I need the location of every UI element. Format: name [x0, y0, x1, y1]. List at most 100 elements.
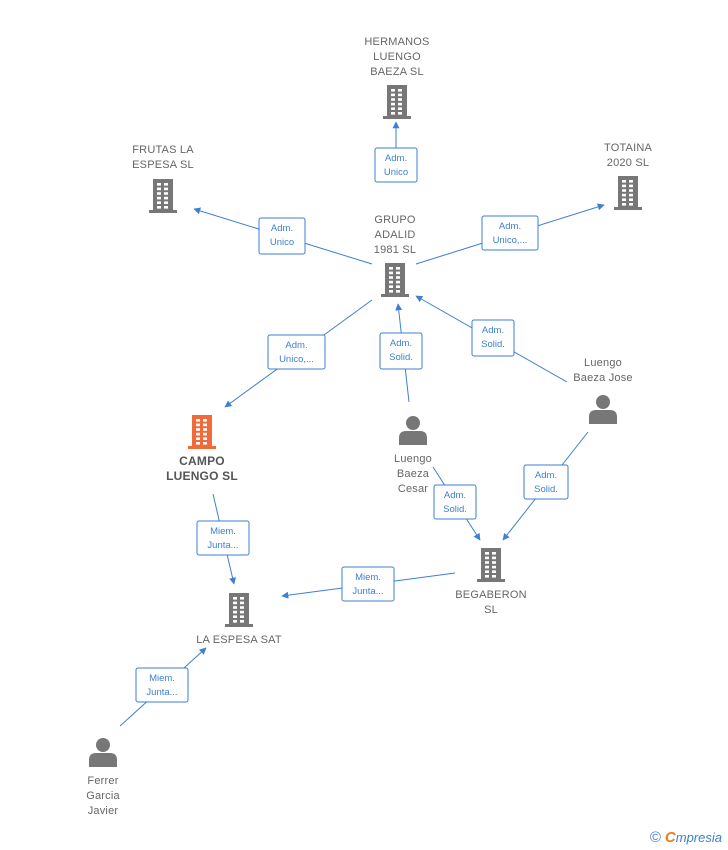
edge-label[interactable]: Miem. Junta...	[341, 566, 395, 602]
edge-grupo-to-campo: Adm. Unico,...	[224, 299, 373, 408]
node-label-line: LUENGO	[373, 51, 421, 63]
building-icon	[149, 179, 177, 213]
edge-label-line: Solid.	[389, 352, 413, 363]
node-label-line: Luengo	[394, 453, 432, 465]
node-label-line: TOTAINA	[604, 142, 653, 154]
edge-label-line: Adm.	[271, 223, 293, 234]
building-icon	[614, 176, 642, 210]
edge-label-line: Miem.	[355, 572, 381, 583]
edge-label-line: Miem.	[149, 673, 175, 684]
edge-label-box	[341, 566, 395, 602]
edge-label-box	[258, 217, 306, 255]
edge-label[interactable]: Miem. Junta...	[196, 520, 250, 556]
node-label-line: ADALID	[375, 229, 416, 241]
edge-label[interactable]: Miem. Junta...	[135, 667, 189, 703]
edge-label-line: Solid.	[443, 504, 467, 515]
node-label-line: Luengo	[584, 357, 622, 369]
edge-grupo-to-frutas: Adm. Unico	[193, 207, 373, 265]
edge-label[interactable]: Adm. Unico	[374, 147, 418, 183]
edge-label-box	[267, 334, 326, 370]
building-icon	[381, 263, 409, 297]
edge-label-line: Unico	[384, 167, 408, 178]
edge-jose-to-begaberon: Adm. Solid.	[502, 431, 589, 541]
edge-label-line: Junta...	[352, 586, 383, 597]
node-label-line: GRUPO	[374, 214, 416, 226]
node-label-line: FRUTAS LA	[132, 144, 194, 156]
node-label-line: Cesar	[398, 483, 428, 495]
node-label-line: CAMPO	[179, 454, 225, 468]
node-label-line: SL	[484, 604, 498, 616]
edge-label-line: Adm.	[390, 338, 412, 349]
building-icon	[188, 415, 216, 449]
node-espesa_sat[interactable]: LA ESPESA SAT	[196, 593, 282, 646]
edge-label[interactable]: Adm. Unico,...	[267, 334, 326, 370]
edge-label[interactable]: Adm. Solid.	[471, 319, 515, 357]
node-label-line: Baeza Jose	[573, 372, 632, 384]
edge-label-line: Miem.	[210, 526, 236, 537]
edge-cesar-to-begaberon: Adm. Solid.	[432, 466, 481, 541]
edge-label-box	[379, 332, 423, 370]
edge-label[interactable]: Adm. Solid.	[379, 332, 423, 370]
person-icon	[589, 395, 617, 424]
edge-campo-to-espesa_sat: Miem. Junta...	[196, 493, 250, 585]
edge-label-line: Solid.	[481, 339, 505, 350]
edge-label-box	[471, 319, 515, 357]
edge-jose-to-grupo: Adm. Solid.	[415, 295, 568, 383]
node-label-line: 2020 SL	[607, 157, 649, 169]
node-label-line: Ferrer	[87, 775, 118, 787]
edge-ferrer-to-espesa_sat: Miem. Junta...	[119, 647, 207, 727]
building-icon	[477, 548, 505, 582]
edges-layer: Adm.UnicoAdm.UnicoAdm.Unico,...Adm.Unico…	[119, 121, 605, 727]
edge-label-line: Adm.	[499, 221, 521, 232]
person-icon	[399, 416, 427, 445]
edge-label-line: Junta...	[146, 687, 177, 698]
building-icon	[225, 593, 253, 627]
edge-label[interactable]: Adm. Unico	[258, 217, 306, 255]
node-begaberon[interactable]: BEGABERON SL	[455, 548, 527, 616]
edge-label-line: Unico,...	[493, 235, 528, 246]
brand-initial: C	[664, 829, 676, 846]
edge-label-box	[481, 215, 539, 251]
edge-label-box	[523, 464, 569, 500]
nodes-layer: HERMANOS LUENGO BAEZA SL FRUTAS LA ESPESA SL…	[86, 36, 652, 817]
edge-label-line: Unico	[270, 237, 294, 248]
edge-grupo-to-totaina: Adm. Unico,...	[415, 203, 605, 265]
edge-begaberon-to-espesa_sat: Miem. Junta...	[281, 566, 456, 602]
node-label-line: BAEZA SL	[370, 66, 424, 78]
edge-label-box	[433, 484, 477, 520]
edge-label[interactable]: Adm. Solid.	[523, 464, 569, 500]
node-frutas[interactable]: FRUTAS LA ESPESA SL	[132, 144, 194, 213]
edge-label-line: Solid.	[534, 484, 558, 495]
node-label-line: LA ESPESA SAT	[196, 634, 282, 646]
edge-label-line: Adm.	[444, 490, 466, 501]
edge-grupo-to-hermanos: Adm. Unico	[374, 121, 418, 183]
node-label-line: LUENGO SL	[166, 469, 238, 483]
node-label-line: HERMANOS	[364, 36, 429, 48]
edge-label-box	[135, 667, 189, 703]
node-label-line: ESPESA SL	[132, 159, 194, 171]
node-hermanos[interactable]: HERMANOS LUENGO BAEZA SL	[364, 36, 429, 119]
node-label-line: Garcia	[86, 790, 120, 802]
node-label-line: 1981 SL	[374, 244, 416, 256]
edge-label[interactable]: Adm. Solid.	[433, 484, 477, 520]
node-grupo[interactable]: GRUPO ADALID 1981 SL	[374, 214, 416, 297]
edge-label-line: Adm.	[385, 153, 407, 164]
node-totaina[interactable]: TOTAINA 2020 SL	[604, 142, 653, 210]
edge-label-box	[374, 147, 418, 183]
node-label-line: BEGABERON	[455, 589, 527, 601]
edge-label-line: Junta...	[207, 540, 238, 551]
edge-label[interactable]: Adm. Unico,...	[481, 215, 539, 251]
edge-cesar-to-grupo: Adm. Solid.	[379, 303, 423, 403]
edge-label-line: Unico,...	[279, 354, 314, 365]
edge-label-line: Adm.	[482, 325, 504, 336]
edge-label-line: Adm.	[285, 340, 307, 351]
edge-label-box	[196, 520, 250, 556]
node-label-line: Baeza	[397, 468, 430, 480]
footer-brand: ©Cmpresia	[650, 829, 722, 846]
edge-label-line: Adm.	[535, 470, 557, 481]
